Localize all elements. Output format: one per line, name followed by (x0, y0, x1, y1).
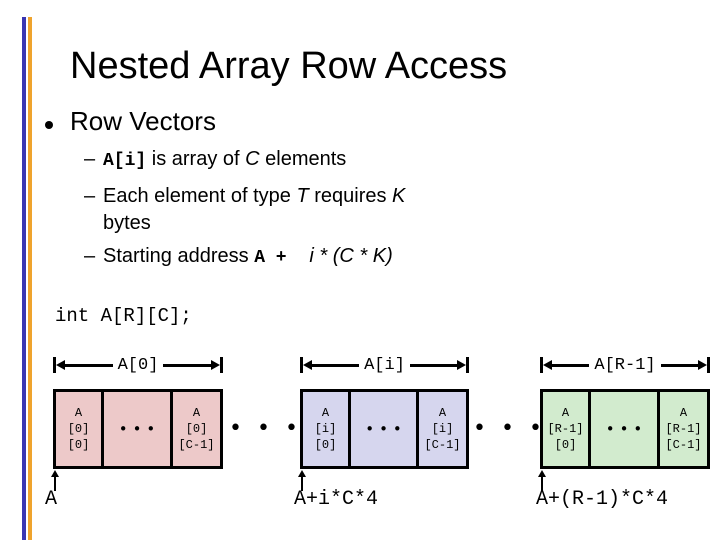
cell-ar10: A [R-1] [0] (547, 406, 584, 452)
dash-icon: – (84, 185, 96, 207)
cell-ar1c1: A [R-1] [C-1] (665, 406, 702, 452)
plain-text: Each element of type (103, 185, 297, 207)
dim-line (409, 363, 457, 367)
arrowhead-right-icon (698, 360, 707, 370)
dim-endbar (707, 357, 710, 373)
arrowhead-left-icon (56, 360, 65, 370)
plain-text: requires (308, 185, 393, 207)
sub-bullet-text: A[i] is array of C elements (103, 146, 346, 175)
arrowhead-left-icon (303, 360, 312, 370)
arrow-stem (541, 477, 543, 491)
plain-text: Starting address (103, 245, 255, 267)
dim-endbar (540, 357, 543, 373)
array-row-ai: A [i] [0] ••• A [i] [C-1] (300, 389, 469, 469)
cell-aic1: A [i] [C-1] (424, 406, 461, 452)
bullet-icon (45, 121, 53, 129)
dim-line (660, 363, 698, 367)
dim-line (552, 363, 590, 367)
arrowhead-left-icon (543, 360, 552, 370)
arrowhead-up-icon (51, 470, 59, 477)
dim-endbar (53, 357, 56, 373)
italic-var: C (245, 148, 260, 170)
sub-bullet-text: Starting address A + i * (C * K) (103, 243, 393, 272)
arrowhead-up-icon (298, 470, 306, 477)
array-row-a0: A [0] [0] ••• A [0] [C-1] (53, 389, 223, 469)
bullet-row-vectors: Row Vectors (70, 106, 216, 136)
address-arrow-icon (537, 470, 547, 491)
cell-ai0: A [i] [0] (314, 406, 337, 452)
inline-code: A + (254, 248, 298, 268)
inline-code: A[i] (103, 151, 147, 171)
dash-icon: – (84, 245, 96, 267)
address-arrow-icon (297, 470, 307, 491)
code-declaration: int A[R][C]; (55, 305, 192, 327)
address-label-ai: A+i*C*4 (294, 488, 379, 511)
cell-ellipsis: ••• (348, 392, 419, 466)
address-label-a: A (45, 488, 58, 511)
plain-text: is array of (146, 148, 246, 170)
dim-label-a0: A[0] (117, 355, 159, 375)
ellipsis-between-rows: ••• (229, 416, 313, 441)
dim-label-ar1: A[R-1] (594, 355, 656, 375)
arrowhead-right-icon (457, 360, 466, 370)
arrowhead-right-icon (211, 360, 220, 370)
dim-line (312, 363, 360, 367)
cell-a00: A [0] [0] (67, 406, 90, 452)
cell-ellipsis: ••• (588, 392, 660, 466)
arrowhead-up-icon (538, 470, 546, 477)
sub-bullet-starting-address: – Starting address A + i * (C * K) (84, 243, 393, 272)
address-label-ar1: A+(R-1)*C*4 (536, 488, 669, 511)
dash-icon: – (84, 148, 96, 170)
dimension-arrow-ai: A[i] (300, 355, 469, 375)
dim-endbar (300, 357, 303, 373)
array-row-ar1: A [R-1] [0] ••• A [R-1] [C-1] (540, 389, 710, 469)
ellipsis-between-rows: ••• (473, 416, 557, 441)
italic-var: T (296, 185, 309, 207)
slide-title: Nested Array Row Access (70, 45, 508, 87)
italic-var: K (392, 185, 406, 207)
plain-text: bytes (103, 212, 151, 234)
dim-line (65, 363, 113, 367)
accent-bar-orange (28, 17, 32, 540)
cell-a0c1: A [0] [C-1] (178, 406, 215, 452)
italic-expression: i * (C * K) (309, 245, 393, 267)
dim-label-ai: A[i] (364, 355, 405, 375)
address-arrow-icon (50, 470, 60, 491)
sub-bullet-array-of-c: – A[i] is array of C elements (84, 146, 346, 175)
dim-endbar (466, 357, 469, 373)
arrow-stem (301, 477, 303, 491)
dimension-arrow-a0: A[0] (53, 355, 223, 375)
cell-ellipsis: ••• (101, 392, 173, 466)
dim-line (163, 363, 211, 367)
accent-bar-blue (22, 17, 26, 540)
dimension-arrow-ar1: A[R-1] (540, 355, 710, 375)
plain-text: elements (259, 148, 347, 170)
arrow-stem (54, 477, 56, 491)
dim-endbar (220, 357, 223, 373)
